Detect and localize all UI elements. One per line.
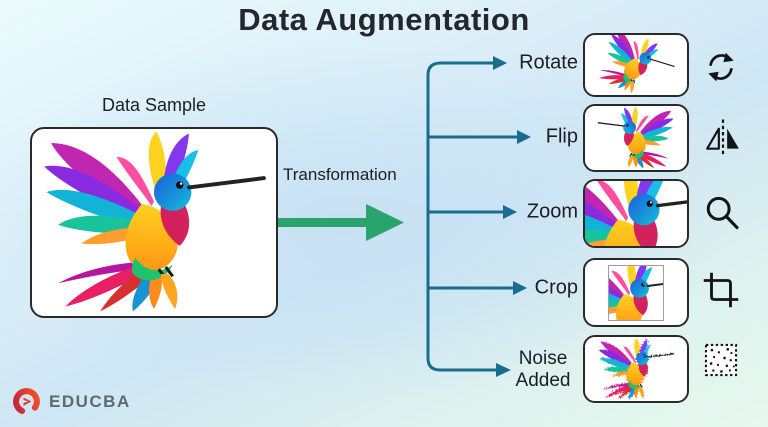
flip-image-box bbox=[583, 104, 689, 172]
flip-icon bbox=[702, 117, 744, 157]
rotate-image-box bbox=[583, 33, 689, 97]
crop-image-box bbox=[583, 258, 689, 327]
brand-name: EDUCBA bbox=[49, 391, 131, 411]
brand-logo: EDUCBA bbox=[12, 387, 131, 416]
zoomed-hummingbird-image bbox=[585, 181, 687, 246]
cropped-hummingbird-image bbox=[609, 265, 663, 320]
data-sample-label: Data Sample bbox=[101, 95, 207, 115]
transformation-label: Transformation bbox=[283, 165, 397, 184]
zoom-label: Zoom bbox=[526, 200, 578, 223]
transformation-arrow bbox=[278, 218, 372, 227]
page-title: Data Augmentation bbox=[238, 2, 530, 37]
hummingbird-image bbox=[42, 129, 266, 314]
rotate-icon bbox=[702, 48, 740, 86]
flipped-hummingbird-image bbox=[597, 106, 675, 170]
noisy-hummingbird-image bbox=[597, 337, 675, 401]
rotate-label: Rotate bbox=[519, 51, 578, 74]
educba-logo-icon bbox=[12, 387, 41, 416]
zoom-icon bbox=[702, 193, 742, 233]
noise-icon bbox=[702, 341, 740, 379]
noise-added-label: Noise Added bbox=[515, 348, 571, 391]
crop-frame bbox=[608, 264, 664, 321]
crop-icon bbox=[702, 271, 740, 309]
crop-label: Crop bbox=[534, 276, 578, 299]
zoom-image-box bbox=[583, 179, 689, 248]
rotated-hummingbird-image bbox=[591, 35, 681, 95]
data-sample-image-box bbox=[30, 127, 278, 318]
noise-image-box bbox=[583, 335, 689, 403]
flip-label: Flip bbox=[545, 125, 578, 148]
